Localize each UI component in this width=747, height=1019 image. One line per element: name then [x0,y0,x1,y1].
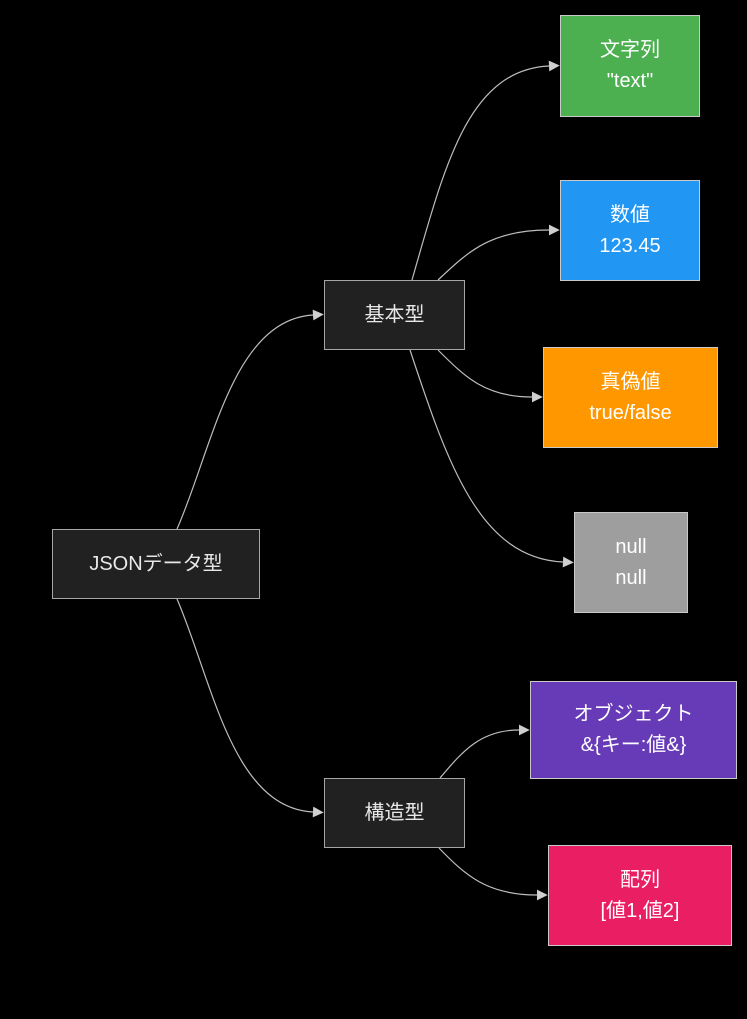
edge-basic-null [409,349,574,568]
node-null-label: null [615,535,647,558]
node-null: null null [574,512,688,613]
node-number: 数値 123.45 [560,180,700,281]
node-boolean-label: 真偽値 [600,370,661,393]
node-boolean-value: true/false [589,401,672,424]
node-number-label: 数値 [610,203,650,226]
node-basic-type-label: 基本型 [364,303,425,326]
node-string-label: 文字列 [600,39,660,61]
node-structured-type-label: 構造型 [364,801,425,824]
edge-root-structured [176,598,324,818]
node-null-value: null [615,566,647,589]
node-structured-type: 構造型 [324,778,465,848]
edge-root-basic [176,309,324,530]
node-array-label: 配列 [620,868,660,891]
edge-structured-object [439,724,530,779]
node-basic-type: 基本型 [324,280,465,350]
node-number-value: 123.45 [599,234,661,257]
edge-structured-array [438,847,548,901]
edge-basic-string [411,60,560,281]
node-string-value: "text" [606,70,654,92]
edge-basic-number [437,224,560,281]
node-object: オブジェクト &{キー:値&} [530,681,737,779]
node-string: 文字列 "text" [560,15,700,117]
node-json-data-type: JSONデータ型 [52,529,260,599]
node-object-label: オブジェクト [573,703,694,725]
node-array: 配列 [値1,値2] [548,845,732,946]
node-object-value: &{キー:値&} [580,734,687,756]
edge-basic-boolean [437,349,543,403]
node-boolean: 真偽値 true/false [543,347,718,448]
node-array-value: [値1,値2] [600,899,680,922]
node-json-data-type-label: JSONデータ型 [89,552,223,575]
